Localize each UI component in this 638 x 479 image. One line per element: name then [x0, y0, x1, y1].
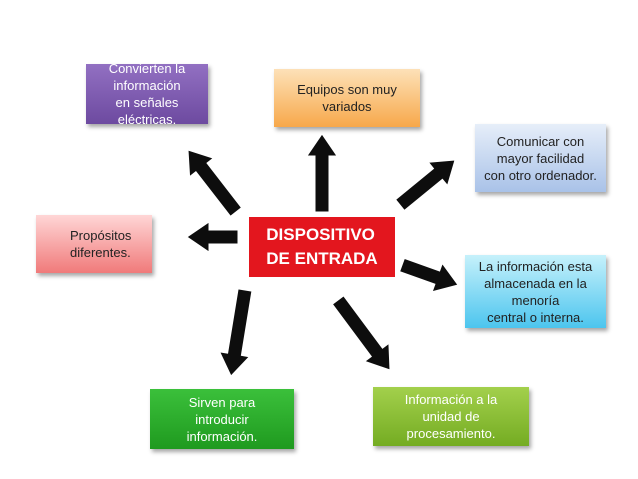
node-propositos-text: Propósitos diferentes. — [70, 228, 132, 260]
node-convierten-text: Convierten la información en señales elé… — [108, 64, 186, 124]
node-informacion-almacenada: La información esta almacenada en la men… — [465, 255, 606, 328]
node-sirven-text: Sirven para introducir información. — [186, 394, 258, 444]
node-convierten: Convierten la información en señales elé… — [86, 64, 208, 124]
node-propositos: Propósitos diferentes. — [36, 215, 152, 273]
node-informacion-almacenada-text: La información esta almacenada en la men… — [478, 258, 593, 325]
center-node: DISPOSITIVO DE ENTRADA — [249, 217, 395, 277]
node-comunicar: Comunicar con mayor facilidad con otro o… — [475, 124, 606, 192]
center-label: DISPOSITIVO DE ENTRADA — [266, 225, 378, 268]
node-comunicar-text: Comunicar con mayor facilidad con otro o… — [484, 133, 597, 183]
arrow-to-comunicar — [394, 159, 456, 212]
arrow-to-informacion-almacenada — [398, 257, 459, 293]
arrow-to-informacion-unidad — [331, 295, 391, 371]
node-informacion-unidad-text: Información a la unidad de procesamiento… — [404, 392, 498, 441]
arrow-to-sirven — [218, 288, 253, 377]
node-informacion-unidad: Información a la unidad de procesamiento… — [373, 387, 529, 446]
arrow-to-convierten — [187, 149, 243, 218]
node-equipos-text: Equipos son muy variados — [297, 82, 397, 114]
arrow-to-equipos — [306, 133, 338, 213]
node-sirven: Sirven para introducir información. — [150, 389, 294, 449]
arrow-to-propositos — [186, 221, 239, 253]
node-equipos: Equipos son muy variados — [274, 69, 420, 127]
